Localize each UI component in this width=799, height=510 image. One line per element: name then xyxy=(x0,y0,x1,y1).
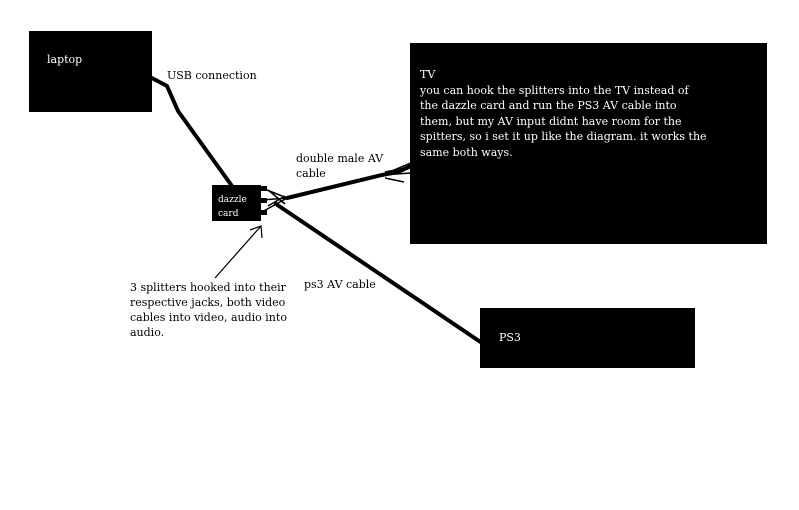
dazzle-jack-middle xyxy=(261,198,267,203)
splitter-arrow-head xyxy=(249,225,263,239)
tv-plug-fan xyxy=(381,162,412,183)
usb-connection-label: USB connection xyxy=(167,69,257,82)
splitter-annotation: 3 splitters hooked into their respective… xyxy=(130,281,287,339)
splitter-arrow-shaft xyxy=(214,225,262,279)
dazzle-card-label: dazzle card xyxy=(218,195,247,219)
ps3-av-cable xyxy=(274,202,484,345)
dazzle-jack-top xyxy=(261,186,267,191)
usb-cable xyxy=(148,75,234,188)
tv-note: you can hook the splitters into the TV i… xyxy=(420,83,707,159)
laptop-box: laptop xyxy=(29,31,152,112)
double-av-cable-label: double male AV cable xyxy=(296,152,384,180)
tv-title: TV xyxy=(420,68,436,81)
laptop-label: laptop xyxy=(47,53,83,66)
dazzle-jack-bottom xyxy=(261,210,267,215)
dazzle-card-box: dazzle card xyxy=(212,185,261,221)
ps3-label: PS3 xyxy=(499,331,521,344)
tv-text: TV you can hook the splitters into the T… xyxy=(420,67,710,160)
ps3-box: PS3 xyxy=(480,308,695,368)
tv-box: TV you can hook the splitters into the T… xyxy=(410,43,767,244)
ps3-av-cable-label: ps3 AV cable xyxy=(304,278,376,291)
